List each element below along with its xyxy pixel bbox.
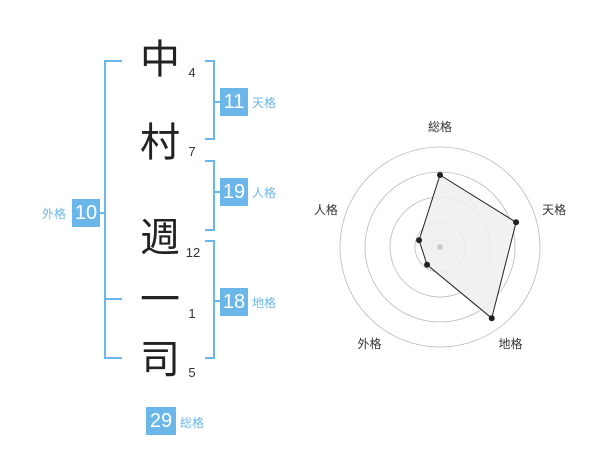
tenkaku-bracket-vertical	[213, 60, 215, 140]
gaikaku-connector	[99, 212, 105, 214]
radar-point-3	[488, 315, 495, 322]
soukaku-badge: 29	[146, 407, 176, 435]
tenkaku-bracket-top	[205, 60, 215, 62]
radar-point-5	[416, 237, 423, 244]
tenkaku-bracket-bottom	[205, 138, 215, 140]
gaikaku-bracket-vertical	[104, 60, 106, 359]
stroke-count-5: 5	[188, 365, 196, 380]
soukaku-label: 総格	[180, 416, 205, 430]
radar-axis-label-2: 天格	[542, 202, 566, 217]
chikaku-connector	[215, 300, 221, 302]
radar-grid-ring-4	[339, 146, 541, 348]
name-char-1: 中	[140, 37, 180, 83]
jinkaku-bracket-vertical	[213, 160, 215, 231]
radar-point-1	[437, 172, 443, 178]
radar-point-2	[513, 219, 520, 226]
stroke-count-4: 1	[188, 306, 196, 321]
gaikaku-bracket-bottom	[104, 357, 122, 359]
tenkaku-label: 天格	[252, 96, 277, 110]
radar-center-dot	[437, 244, 443, 250]
jinkaku-bracket-top	[205, 160, 215, 162]
tenkaku-connector	[215, 101, 221, 103]
radar-axis-label-5: 人格	[314, 202, 338, 217]
name-char-4: 一	[140, 277, 180, 323]
name-char-3: 週	[140, 215, 180, 261]
jinkaku-bracket-bottom	[205, 229, 215, 231]
name-char-2: 村	[140, 120, 180, 166]
gaikaku-bracket-middle	[104, 298, 122, 300]
gaikaku-bracket-top	[104, 60, 122, 62]
gaikaku-label: 外格	[42, 207, 67, 221]
radar-value-polygon	[418, 174, 517, 320]
radar-axis-label-4: 外格	[357, 336, 381, 351]
tenkaku-badge: 11	[220, 88, 248, 116]
stroke-count-2: 7	[188, 144, 196, 159]
radar-point-4	[424, 261, 431, 268]
chikaku-bracket-top	[205, 240, 215, 242]
jinkaku-connector	[215, 191, 221, 193]
gaikaku-badge: 10	[72, 199, 100, 227]
name-char-5: 司	[140, 337, 180, 383]
chikaku-bracket-vertical	[213, 240, 215, 359]
stroke-count-1: 4	[188, 65, 196, 80]
chikaku-label: 地格	[252, 296, 277, 310]
stroke-count-3: 12	[185, 245, 201, 260]
radar-axis-label-1: 総格	[428, 119, 452, 134]
chikaku-bracket-bottom	[205, 357, 215, 359]
jinkaku-badge: 19	[220, 178, 248, 206]
radar-axis-label-3: 地格	[499, 336, 523, 351]
jinkaku-label: 人格	[252, 186, 277, 200]
chikaku-badge: 18	[220, 288, 248, 316]
